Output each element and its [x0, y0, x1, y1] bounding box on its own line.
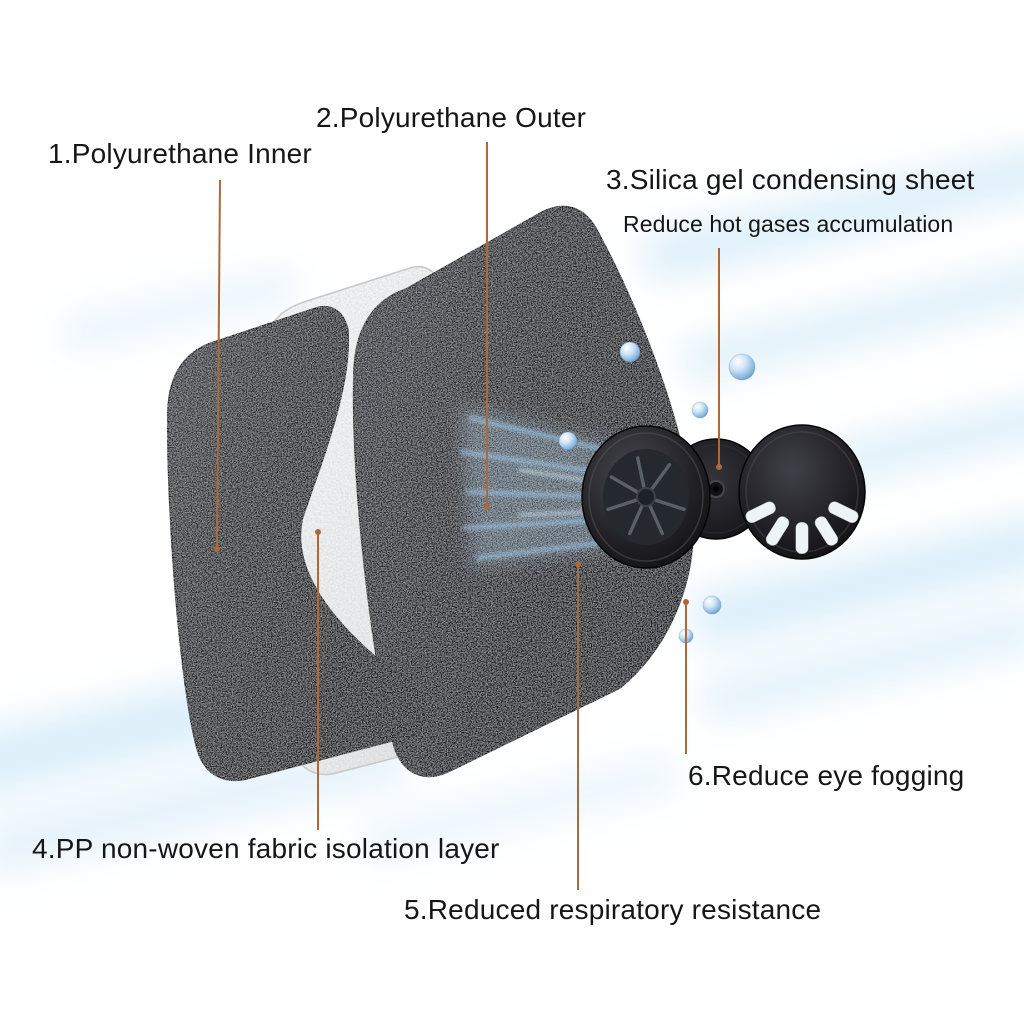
leader-line-1 [214, 179, 221, 552]
water-droplet [691, 401, 709, 419]
leader-lines [214, 142, 722, 890]
leader-line-3 [716, 248, 722, 470]
label-reduce-eye-fogging: 6.Reduce eye fogging [688, 760, 965, 791]
label-silica-gel-sheet: 3.Silica gel condensing sheet [606, 164, 975, 195]
water-droplet [728, 353, 756, 381]
label-silica-gel-subtitle: Reduce hot gases accumulation [623, 211, 954, 237]
label-polyurethane-inner: 1.Polyurethane Inner [48, 138, 312, 169]
valve-cover [738, 424, 866, 560]
label-polyurethane-outer: 2.Polyurethane Outer [316, 102, 587, 133]
label-respiratory-resistance: 5.Reduced respiratory resistance [404, 894, 822, 925]
water-droplet [702, 595, 722, 615]
leader-line-5 [575, 561, 581, 890]
cover-vent-slots [744, 500, 860, 555]
water-droplet [558, 431, 578, 451]
valve-fan [606, 456, 686, 536]
mask-inner-layer [167, 306, 426, 782]
leader-line-4 [315, 529, 321, 830]
label-pp-isolation-layer: 4.PP non-woven fabric isolation layer [32, 833, 500, 864]
leader-line-2 [484, 142, 490, 510]
leader-line-6 [683, 599, 689, 754]
valve-ring [581, 425, 711, 569]
water-droplet [619, 341, 641, 363]
